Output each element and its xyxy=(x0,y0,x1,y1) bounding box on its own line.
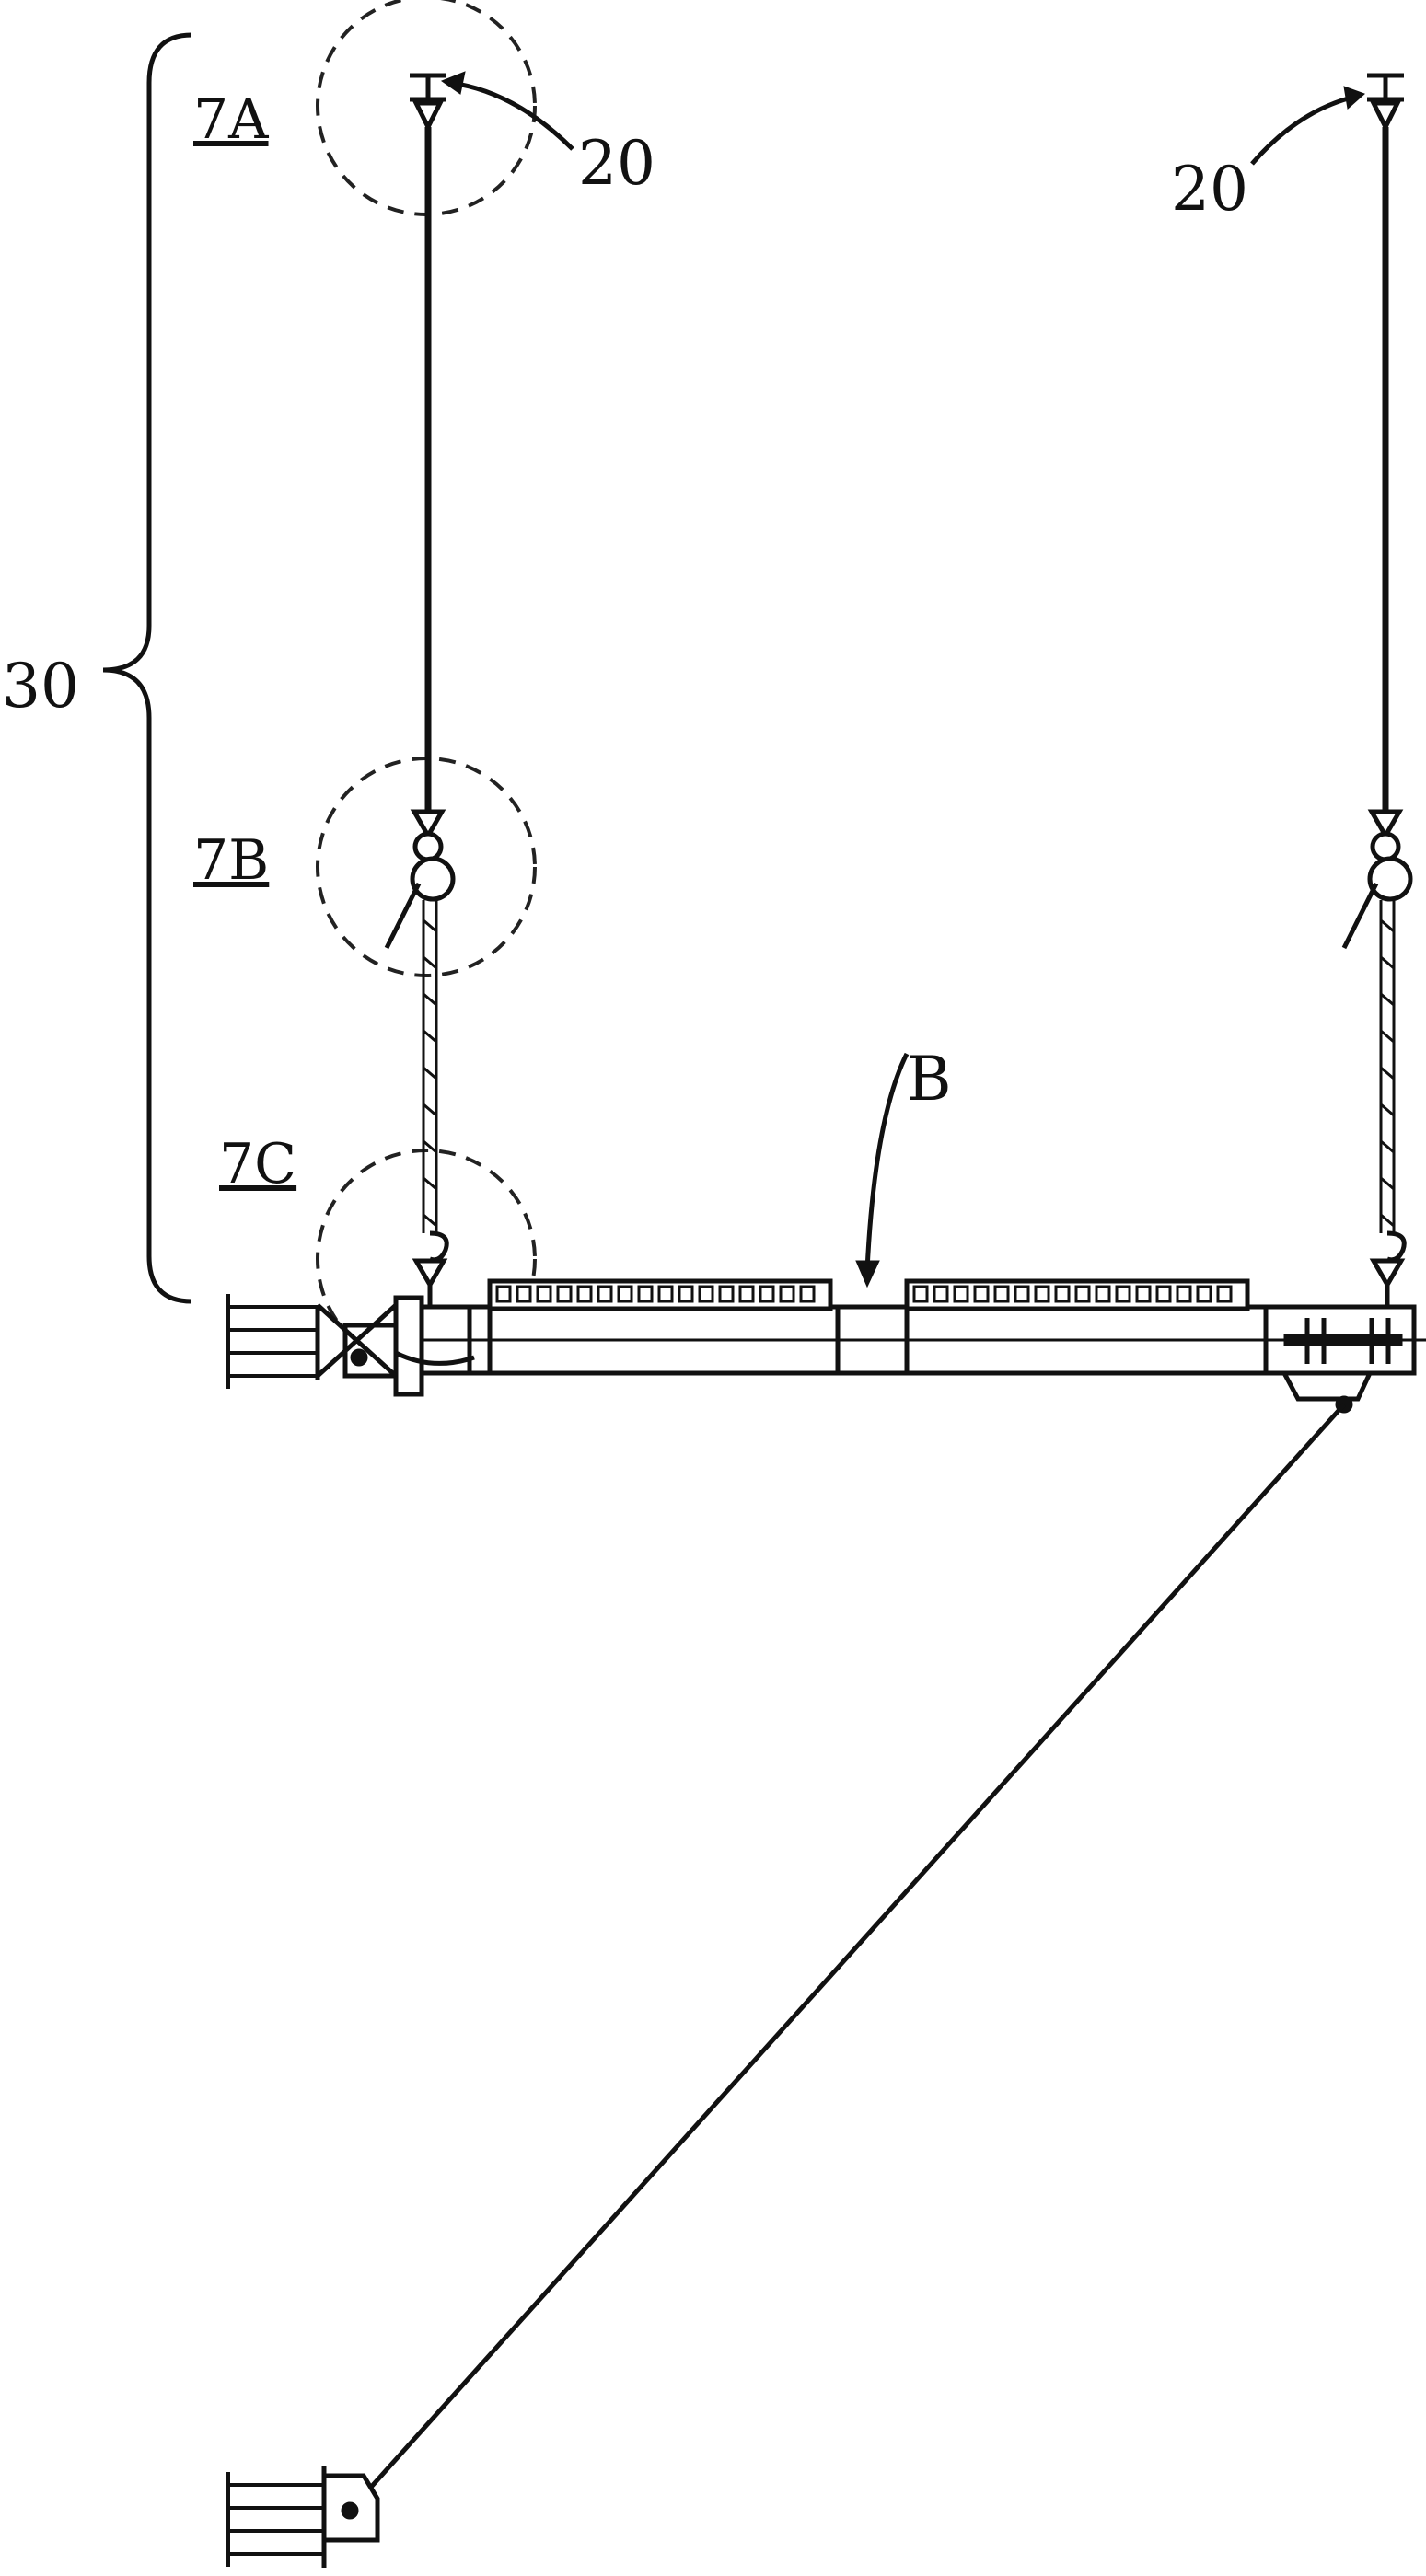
right-end-clamp xyxy=(1281,1318,1403,1414)
label-7c: 7C xyxy=(219,1132,296,1196)
left-hanger-assembly xyxy=(384,73,456,1307)
bottom-bracket xyxy=(321,2466,380,2568)
diagonal-sling xyxy=(348,1403,1346,2512)
label-b: B xyxy=(907,1044,952,1115)
label-30: 30 xyxy=(2,651,79,722)
arrow-b xyxy=(864,1052,910,1271)
label-7b: 7B xyxy=(193,828,269,893)
arrow-20-left xyxy=(450,80,574,151)
brace-30 xyxy=(102,32,192,1304)
right-hanger-assembly xyxy=(1341,73,1413,1307)
left-end-bracket xyxy=(315,1295,475,1397)
bottom-comb-fingers xyxy=(226,2472,324,2567)
label-20-right: 20 xyxy=(1171,154,1248,225)
left-comb-fingers xyxy=(226,1294,318,1389)
left-pulley xyxy=(410,856,456,902)
arrow-20-right xyxy=(1250,94,1356,166)
beam-top-teeth xyxy=(495,1285,1233,1303)
label-20-left: 20 xyxy=(578,128,655,199)
label-7a: 7A xyxy=(193,87,269,152)
right-pulley xyxy=(1367,856,1413,902)
